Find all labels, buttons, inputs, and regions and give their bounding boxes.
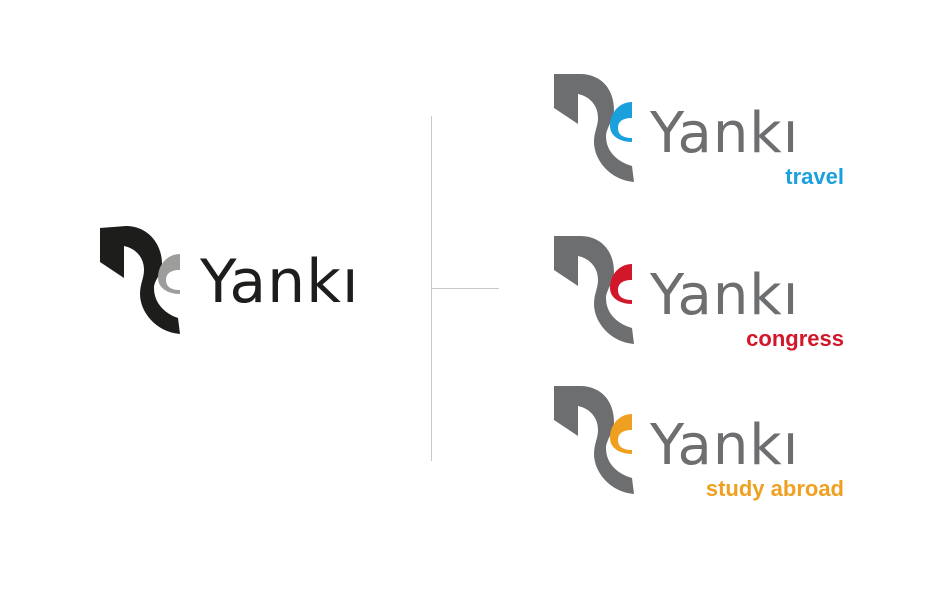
study-abroad-wordmark: Yankı [650,413,800,478]
study-abroad-logo-mark-icon [554,386,634,494]
sub-brand-travel: Yankı travel [552,72,852,197]
main-wordmark: Yankı [200,247,360,317]
sub-brand-study-abroad: Yankı study abroad [552,384,852,509]
main-logo-mark-icon [100,226,180,334]
study-abroad-tagline: study abroad [705,476,844,501]
congress-logo-mark-icon [554,236,634,344]
sub-brand-congress: Yankı congress [552,234,852,359]
travel-wordmark: Yankı [650,101,800,166]
main-logo: Yankı [96,222,406,342]
travel-tagline: travel [785,164,844,189]
horizontal-connector [431,288,499,289]
congress-tagline: congress [746,326,844,351]
travel-logo-mark-icon [554,74,634,182]
congress-wordmark: Yankı [650,263,800,328]
